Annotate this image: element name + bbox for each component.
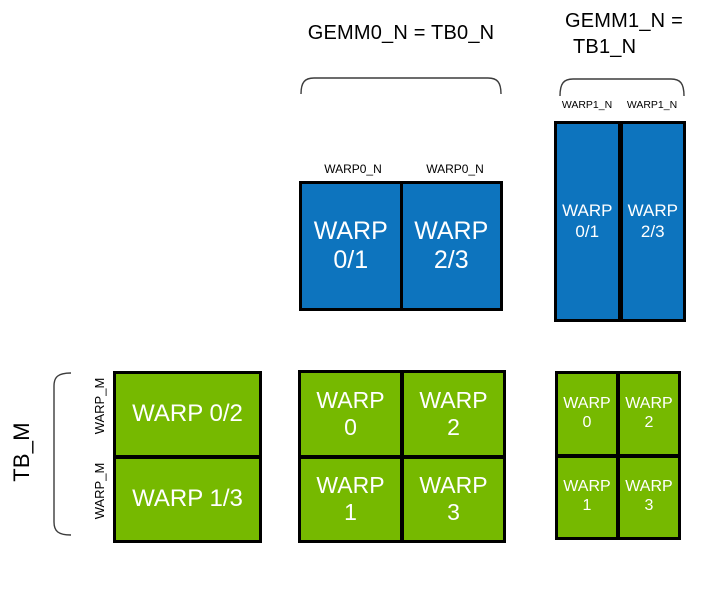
- green-right-cell-2: WARP 2: [620, 374, 678, 454]
- green-right-cell-3: WARP 3: [620, 457, 678, 537]
- warp0n-label-0: WARP0_N: [324, 162, 382, 176]
- blue-wide-cell-0: WARP 0/1: [302, 184, 400, 308]
- blue-tall-cell-0: WARP 0/1: [557, 124, 618, 319]
- warp0n-label-1: WARP0_N: [426, 162, 484, 176]
- gemm0-bracket: [300, 77, 502, 95]
- green-right-grid: WARP 0 WARP 2 WARP 1 WARP 3: [555, 371, 681, 540]
- gemm1-title-line2: TB1_N: [573, 36, 637, 59]
- gemm0-title: GEMM0_N = TB0_N: [307, 22, 495, 44]
- gemm1-title: GEMM1_N = TB1_N: [565, 8, 683, 61]
- green-center-cell-0: WARP 0: [301, 373, 400, 455]
- tbm-bracket: [53, 372, 72, 536]
- blue-wide-box: WARP 0/1 WARP 2/3: [299, 181, 503, 311]
- green-right-cell-0: WARP 0: [558, 374, 616, 454]
- green-left-row-0: WARP 0/2: [116, 374, 259, 455]
- warpm-label-1: WARP_M: [91, 462, 107, 520]
- blue-tall-box: WARP 0/1 WARP 2/3: [554, 121, 686, 322]
- green-center-cell-2: WARP 2: [404, 373, 503, 455]
- gemm1-title-line1: GEMM1_N =: [565, 10, 683, 32]
- warp1n-label-0: WARP1_N: [561, 99, 613, 111]
- green-left-row-1: WARP 1/3: [116, 459, 259, 540]
- green-center-cell-1: WARP 1: [301, 458, 400, 540]
- green-center-grid: WARP 0 WARP 2 WARP 1 WARP 3: [298, 370, 506, 543]
- blue-tall-cell-1: WARP 2/3: [622, 124, 683, 319]
- green-center-cell-3: WARP 3: [404, 458, 503, 540]
- green-right-cell-1: WARP 1: [558, 457, 616, 537]
- gemm1-bracket: [559, 78, 685, 97]
- tbm-label: TB_M: [9, 422, 34, 482]
- green-left-box: WARP 0/2 WARP 1/3: [113, 371, 262, 543]
- blue-wide-cell-1: WARP 2/3: [402, 184, 500, 308]
- warp1n-label-1: WARP1_N: [626, 99, 678, 111]
- warpm-label-0: WARP_M: [91, 377, 107, 435]
